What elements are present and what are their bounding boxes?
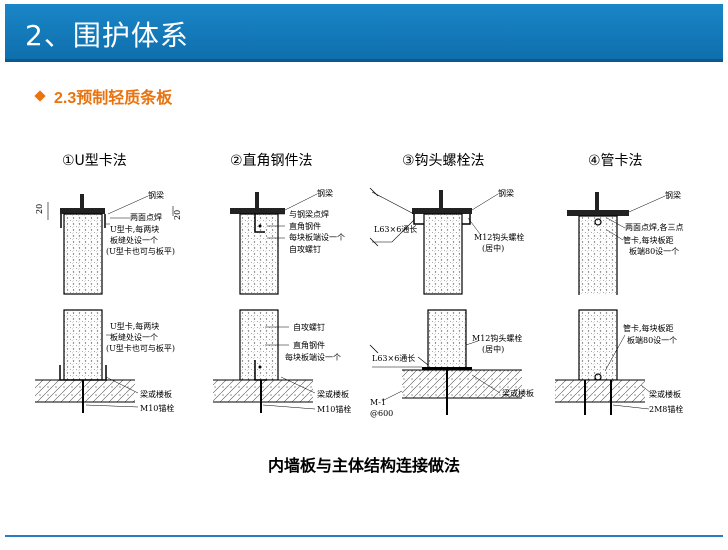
annotation: (居中) bbox=[482, 243, 504, 253]
annotation: 梁或楼板 bbox=[502, 388, 534, 398]
annotation: 直角钢件 bbox=[289, 221, 321, 231]
annotation: 板缝处设一个 bbox=[110, 235, 158, 245]
annotation: 板缝处设一个 bbox=[110, 332, 158, 342]
annotation: L63×6通长 bbox=[374, 224, 417, 234]
annotation: L63×6通长 bbox=[372, 353, 415, 363]
floor-slab bbox=[35, 380, 135, 402]
diamond-bullet-icon bbox=[34, 90, 46, 102]
annotation: (U型卡也可与板平) bbox=[106, 343, 175, 353]
diagram-angle-steel-bottom: 自攻螺钉 直角钢件 每块板端设一个 梁或楼板 M10锚栓 bbox=[213, 309, 351, 414]
annotation: U型卡,每两块 bbox=[110, 321, 159, 331]
annotation: 自攻螺钉 bbox=[289, 244, 321, 254]
diagram-u-clip-top: 20 20 钢梁 两面点焊 U型卡,每两块 板缝处设一个 (U型卡也可与板平) bbox=[35, 190, 182, 295]
wall-panel bbox=[63, 213, 103, 295]
diagram-pipe-clamp-bottom: 管卡,每块板距 板端80设一个 梁或楼板 2M8锚栓 bbox=[555, 309, 683, 415]
diagram-angle-steel-top: 钢梁 与钢梁点焊 直角钢件 每块板端设一个 自攻螺钉 bbox=[230, 188, 345, 295]
annotation: 梁或楼板 bbox=[140, 389, 172, 399]
method-title-u-clip: ①U型卡法 bbox=[62, 153, 127, 169]
annotation: M-1 bbox=[370, 398, 386, 407]
annotation: 管卡,每块板距 bbox=[623, 235, 674, 245]
header-bar: 2、围护体系 bbox=[5, 4, 723, 62]
steel-beam-flange bbox=[60, 208, 105, 214]
diagram-u-clip-bottom: U型卡,每两块 板缝处设一个 (U型卡也可与板平) 梁或楼板 M10锚栓 bbox=[35, 309, 175, 413]
annotation: (U型卡也可与板平) bbox=[106, 246, 175, 256]
section-title: 2.3预制轻质条板 bbox=[54, 90, 173, 107]
annotation: M12钩头螺栓 bbox=[474, 232, 524, 242]
annotation: 板端80设一个 bbox=[627, 335, 677, 345]
annotation: 钢梁 bbox=[665, 190, 681, 200]
annotation: (居中) bbox=[482, 344, 504, 354]
annotation: 钢梁 bbox=[148, 190, 164, 200]
annotation: 梁或楼板 bbox=[649, 389, 681, 399]
method-title-hook-bolt: ③钩头螺栓法 bbox=[402, 153, 485, 169]
annotation: 每块板端设一个 bbox=[285, 352, 341, 362]
annotation: 直角钢件 bbox=[293, 340, 325, 350]
figure-caption: 内墙板与主体结构连接做法 bbox=[267, 456, 460, 475]
annotation: 钢梁 bbox=[317, 188, 333, 198]
annotation: 与钢梁点焊 bbox=[289, 209, 329, 219]
annotation: 梁或楼板 bbox=[317, 389, 349, 399]
annotation: 自攻螺钉 bbox=[293, 322, 325, 332]
annotation: 两面点焊 bbox=[130, 212, 162, 222]
annotation: @600 bbox=[370, 409, 393, 418]
method-title-angle-steel: ②直角钢件法 bbox=[230, 153, 313, 169]
annotation: 2M8锚栓 bbox=[649, 404, 683, 414]
method-title-pipe-clamp: ④管卡法 bbox=[588, 153, 643, 169]
footer-divider bbox=[5, 535, 723, 537]
diagram-hook-bolt-bottom: M12钩头螺栓 (居中) L63×6通长 梁或楼板 M-1 @600 bbox=[369, 309, 534, 418]
annotation: U型卡,每两块 bbox=[110, 224, 159, 234]
page-title: 2、围护体系 bbox=[25, 19, 189, 52]
annotation: 每块板端设一个 bbox=[289, 232, 345, 242]
annotation: 两面点焊,各三点 bbox=[625, 222, 684, 232]
annotation: 管卡,每块板距 bbox=[623, 323, 674, 333]
annotation: 板端80设一个 bbox=[629, 246, 679, 256]
section-heading: 2.3预制轻质条板 bbox=[34, 84, 173, 108]
diagram-hook-bolt-top: 钢梁 L63×6通长 M12钩头螺栓 (居中) bbox=[369, 187, 524, 295]
annotation: M10锚栓 bbox=[140, 403, 174, 413]
diagram-pipe-clamp-top: 钢梁 两面点焊,各三点 管卡,每块板距 板端80设一个 bbox=[567, 190, 684, 295]
dimension-label: 20 bbox=[35, 204, 44, 214]
annotation: M10锚栓 bbox=[317, 404, 351, 414]
annotation: 钢梁 bbox=[498, 188, 514, 198]
annotation: M12钩头螺栓 bbox=[472, 333, 522, 343]
dimension-label: 20 bbox=[173, 210, 182, 220]
